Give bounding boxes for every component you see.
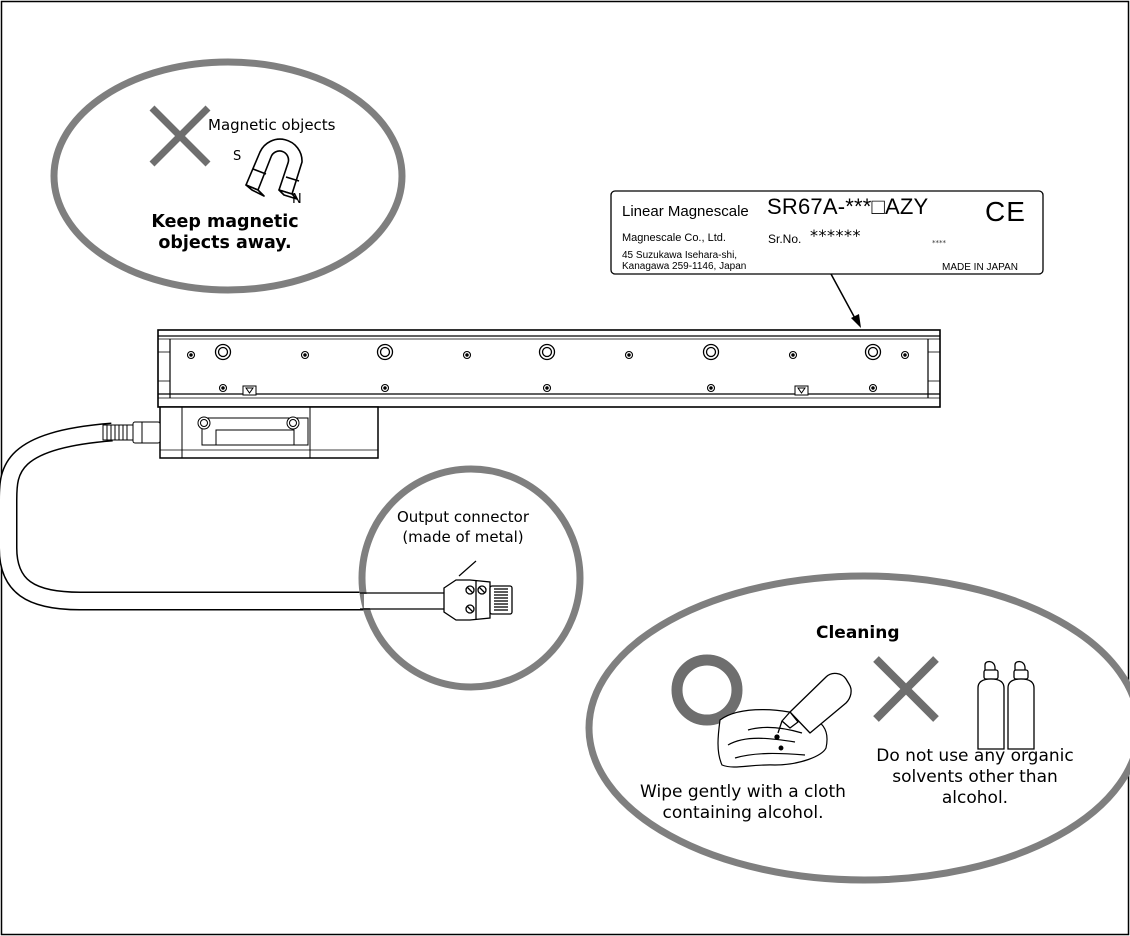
magnet-pole-s-label: S — [233, 149, 242, 164]
made-in-label: MADE IN JAPAN — [942, 262, 1018, 273]
address-line-1: 45 Suzukawa Isehara-shi, — [622, 250, 738, 261]
nameplate-serial-value: ****** — [810, 226, 861, 245]
output-connector-icon — [443, 579, 513, 621]
large-hole — [538, 343, 556, 361]
no-solvents-caption: Do not use any organic solvents other th… — [876, 746, 1074, 808]
cable-strain-relief — [102, 421, 161, 444]
nameplate-serial-small: **** — [932, 239, 946, 247]
nameplate-label — [610, 190, 1044, 328]
scale-screws — [186, 350, 910, 393]
large-hole — [214, 343, 232, 361]
keep-away-caption: Keep magnetic objects away. — [151, 212, 299, 253]
ok-circle-icon — [671, 654, 743, 726]
output-connector-label: Output connector (made of metal) — [396, 508, 529, 546]
magnetic-callout — [50, 58, 406, 294]
ng-cross-icon — [873, 656, 939, 722]
read-head — [159, 406, 379, 459]
large-hole — [376, 343, 394, 361]
ce-mark: CE — [985, 196, 1026, 227]
large-hole — [702, 343, 720, 361]
scale-marks — [242, 385, 809, 396]
scale-mounting-holes — [214, 343, 882, 361]
nameplate-company: Magnescale Co., Ltd. — [622, 232, 726, 244]
nameplate-title: Linear Magnescale — [622, 203, 749, 220]
cleaning-title: Cleaning — [816, 623, 900, 643]
large-hole — [864, 343, 882, 361]
wipe-cloth-icon — [717, 709, 828, 768]
scale-body — [157, 329, 941, 408]
magnetic-cross-icon — [149, 105, 211, 167]
magnet-pole-n-label: N — [292, 192, 302, 207]
horseshoe-magnet-icon — [245, 138, 303, 200]
alcohol-bottle-icon — [774, 672, 852, 751]
solvent-bottles-icon — [977, 660, 1035, 750]
connector-callout — [358, 465, 584, 691]
cable — [0, 422, 446, 611]
nameplate-model: SR67A-***□AZY — [767, 194, 929, 219]
address-line-2: Kanagawa 259-1146, Japan — [622, 261, 747, 272]
nameplate-serial-label: Sr.No. — [768, 232, 802, 246]
cleaning-callout — [585, 572, 1130, 884]
wipe-caption: Wipe gently with a cloth containing alco… — [640, 782, 846, 823]
nameplate-address: 45 Suzukawa Isehara-shi, Kanagawa 259-11… — [622, 250, 746, 272]
magnetic-objects-label: Magnetic objects — [208, 116, 336, 134]
